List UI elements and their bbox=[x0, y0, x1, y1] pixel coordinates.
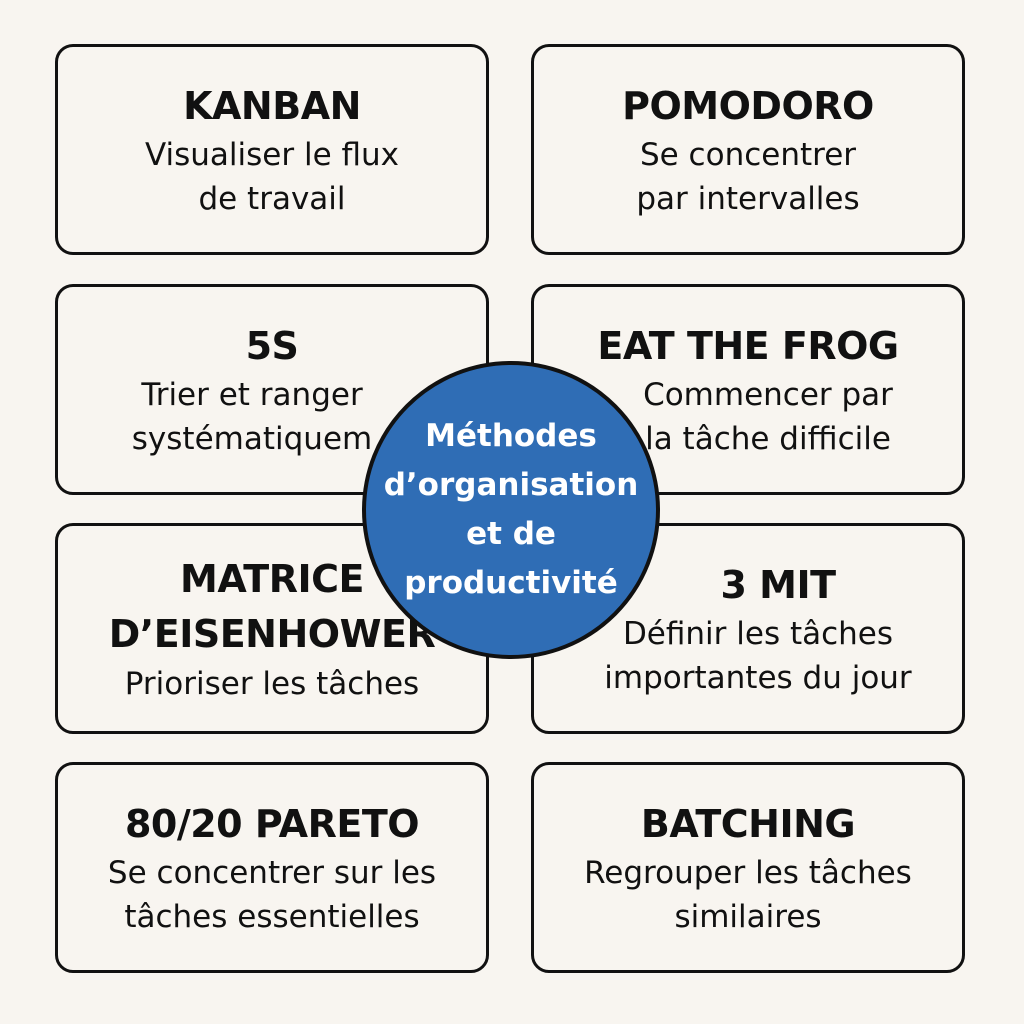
method-card-eisenhower: MATRICE D’EISENHOWER Prioriser les tâche… bbox=[55, 523, 489, 734]
method-description: Définir les tâches importantes du jour bbox=[604, 615, 912, 696]
method-card-5s: 5S Trier et ranger systématiquem bbox=[55, 284, 489, 495]
method-title: 80/20 PARETO bbox=[124, 801, 420, 846]
method-card-pomodoro: POMODORO Se concentrer par intervalles bbox=[531, 44, 965, 255]
method-title: MATRICE D’EISENHOWER bbox=[108, 556, 436, 656]
method-title: 5S bbox=[245, 323, 299, 368]
central-topic-circle: Méthodes d’organisation et de productivi… bbox=[362, 361, 660, 659]
method-title: EAT THE FROG bbox=[597, 323, 899, 368]
method-description: Prioriser les tâches bbox=[124, 665, 420, 702]
method-title: KANBAN bbox=[183, 83, 361, 128]
method-description: Regrouper les tâches similaires bbox=[584, 854, 912, 935]
method-title: BATCHING bbox=[640, 801, 856, 846]
method-description: Se concentrer sur les tâches essentielle… bbox=[107, 854, 437, 935]
method-description: Trier et ranger systématiquem bbox=[131, 376, 373, 457]
method-title: 3 MIT bbox=[720, 562, 836, 607]
method-description: Commencer par la tâche difficile bbox=[643, 376, 893, 457]
method-card-batching: BATCHING Regrouper les tâches similaires bbox=[531, 762, 965, 973]
method-card-kanban: KANBAN Visualiser le flux de travail bbox=[55, 44, 489, 255]
method-description: Se concentrer par intervalles bbox=[636, 136, 860, 217]
central-topic-label: Méthodes d’organisation et de productivi… bbox=[383, 418, 639, 601]
method-title: POMODORO bbox=[622, 83, 874, 128]
method-description: Visualiser le flux de travail bbox=[144, 136, 400, 217]
method-card-pareto: 80/20 PARETO Se concentrer sur les tâche… bbox=[55, 762, 489, 973]
